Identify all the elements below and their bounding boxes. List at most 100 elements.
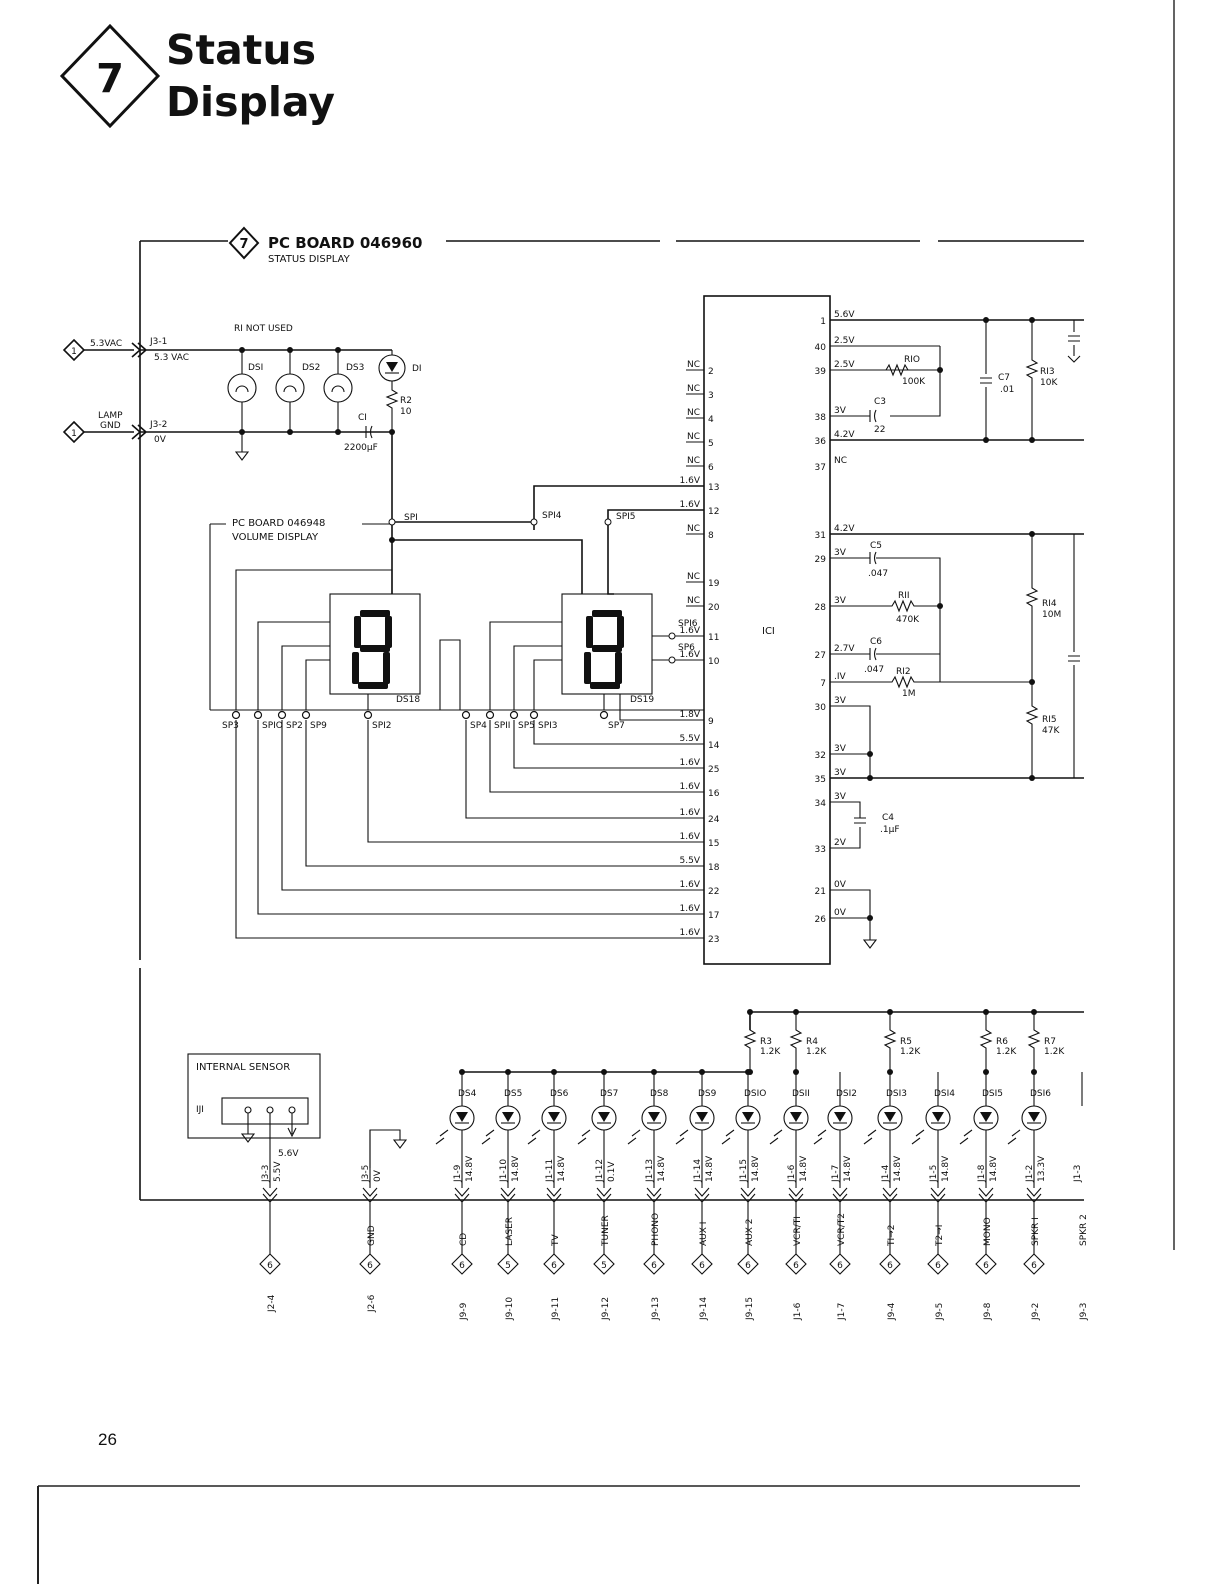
test-point-label: SPI2 [372,721,392,731]
svg-text:RI4: RI4 [1042,599,1057,609]
svg-text:.1µF: .1µF [880,825,900,835]
segment [360,645,390,652]
svg-text:1.6V: 1.6V [680,626,701,636]
svg-text:6: 6 [367,1261,373,1271]
led-function: PHONO [651,1213,661,1246]
svg-text:R3: R3 [760,1037,772,1047]
test-point [231,710,241,720]
svg-text:10: 10 [400,407,412,417]
ic1-right-pins: 15.6V402.5V392.5V383V364.2V37NC314.2V293… [815,310,856,925]
svg-text:1.6V: 1.6V [680,832,701,842]
lamp-ds2: DS2 [275,350,320,432]
rc-network-mid [830,551,1032,689]
svg-text:23: 23 [708,935,719,945]
page-number: 26 [98,1430,117,1449]
test-point-label: SP7 [608,721,625,731]
svg-text:4.2V: 4.2V [834,430,855,440]
right-rails [830,319,1084,779]
svg-text:0V: 0V [834,908,847,918]
svg-text:R2: R2 [400,396,412,406]
r14-r15 [1025,534,1080,778]
svg-text:25: 25 [708,765,719,775]
led-connector: J1-11 [545,1159,555,1183]
test-point-label: SPII [494,721,510,731]
led-voltage: 14.8V [989,1155,999,1182]
svg-text:40: 40 [815,343,827,353]
led-voltage: 14.8V [941,1155,951,1182]
svg-text:NC: NC [687,456,700,466]
svg-text:2.5V: 2.5V [834,360,855,370]
svg-text:2.7V: 2.7V [834,644,855,654]
capacitor-c1: CI 2200µF [344,413,378,453]
svg-text:SPI4: SPI4 [542,511,562,521]
svg-text:1.2K: 1.2K [996,1047,1017,1057]
svg-text:5.5V: 5.5V [680,734,701,744]
svg-text:NC: NC [687,360,700,370]
led-function: CD [459,1233,469,1246]
svg-text:5.6V: 5.6V [278,1149,299,1159]
led-function: SPKR 2 [1079,1214,1089,1246]
segment [592,610,622,617]
volume-board-subtitle: VOLUME DISPLAY [232,532,319,543]
test-point [301,710,311,720]
svg-text:J3-3: J3-3 [261,1165,271,1183]
section-badge: 7 [59,23,161,129]
led-voltage: 14.8V [557,1155,567,1182]
svg-text:22: 22 [874,425,885,435]
board-badge-number: 7 [239,237,248,252]
svg-text:27: 27 [815,651,826,661]
led-ref: DSI3 [886,1089,907,1099]
svg-text:6: 6 [745,1261,751,1271]
seven-seg-ds19: DS19 [561,593,654,705]
svg-text:1.6V: 1.6V [680,500,701,510]
led-function: TI→2 [887,1225,897,1247]
svg-text:1.2K: 1.2K [760,1047,781,1057]
test-point-label: SP4 [470,721,487,731]
svg-text:16: 16 [708,789,720,799]
svg-text:31: 31 [815,531,826,541]
ic1-left-pin: NC4 [686,408,714,425]
svg-text:NC: NC [687,384,700,394]
ic1-left-pin: 1.8V9 [680,710,714,727]
svg-text:24: 24 [708,815,720,825]
led-destination: J9-5 [935,1303,945,1321]
svg-text:10K: 10K [1040,378,1058,388]
ground-symbol [234,432,250,461]
svg-text:38: 38 [815,413,827,423]
power-input-label: 5.3VAC [90,339,122,349]
power-input-lamp-gnd: 1 LAMP GND J3-2 0V [62,411,392,445]
ic1-right-pin: 392.5V [815,360,856,377]
led-voltage: 14.8V [751,1155,761,1182]
test-point [461,710,471,720]
svg-text:.047: .047 [868,569,888,579]
svg-text:6: 6 [1031,1261,1037,1271]
segment [615,652,622,684]
svg-text:1.6V: 1.6V [680,782,701,792]
power-input-5v3: 1 5.3VAC J3-1 5.3 VAC [62,337,392,363]
led-connector: J1-3 [1073,1165,1083,1183]
svg-text:6: 6 [935,1261,941,1271]
pullup-resistor: R71.2K [1027,1009,1065,1075]
svg-text:DI: DI [412,364,422,374]
led-connector: J1-13 [645,1159,655,1183]
svg-text:11: 11 [708,633,719,643]
test-point [529,710,539,720]
segment [584,652,591,684]
svg-text:6: 6 [459,1261,465,1271]
led-connector: J1-7 [831,1165,841,1183]
svg-text:NC: NC [687,596,700,606]
pullup-resistor: R41.2K [789,1009,827,1075]
led-connector: J1-15 [739,1159,749,1183]
led-destination: J9-2 [1031,1303,1041,1321]
